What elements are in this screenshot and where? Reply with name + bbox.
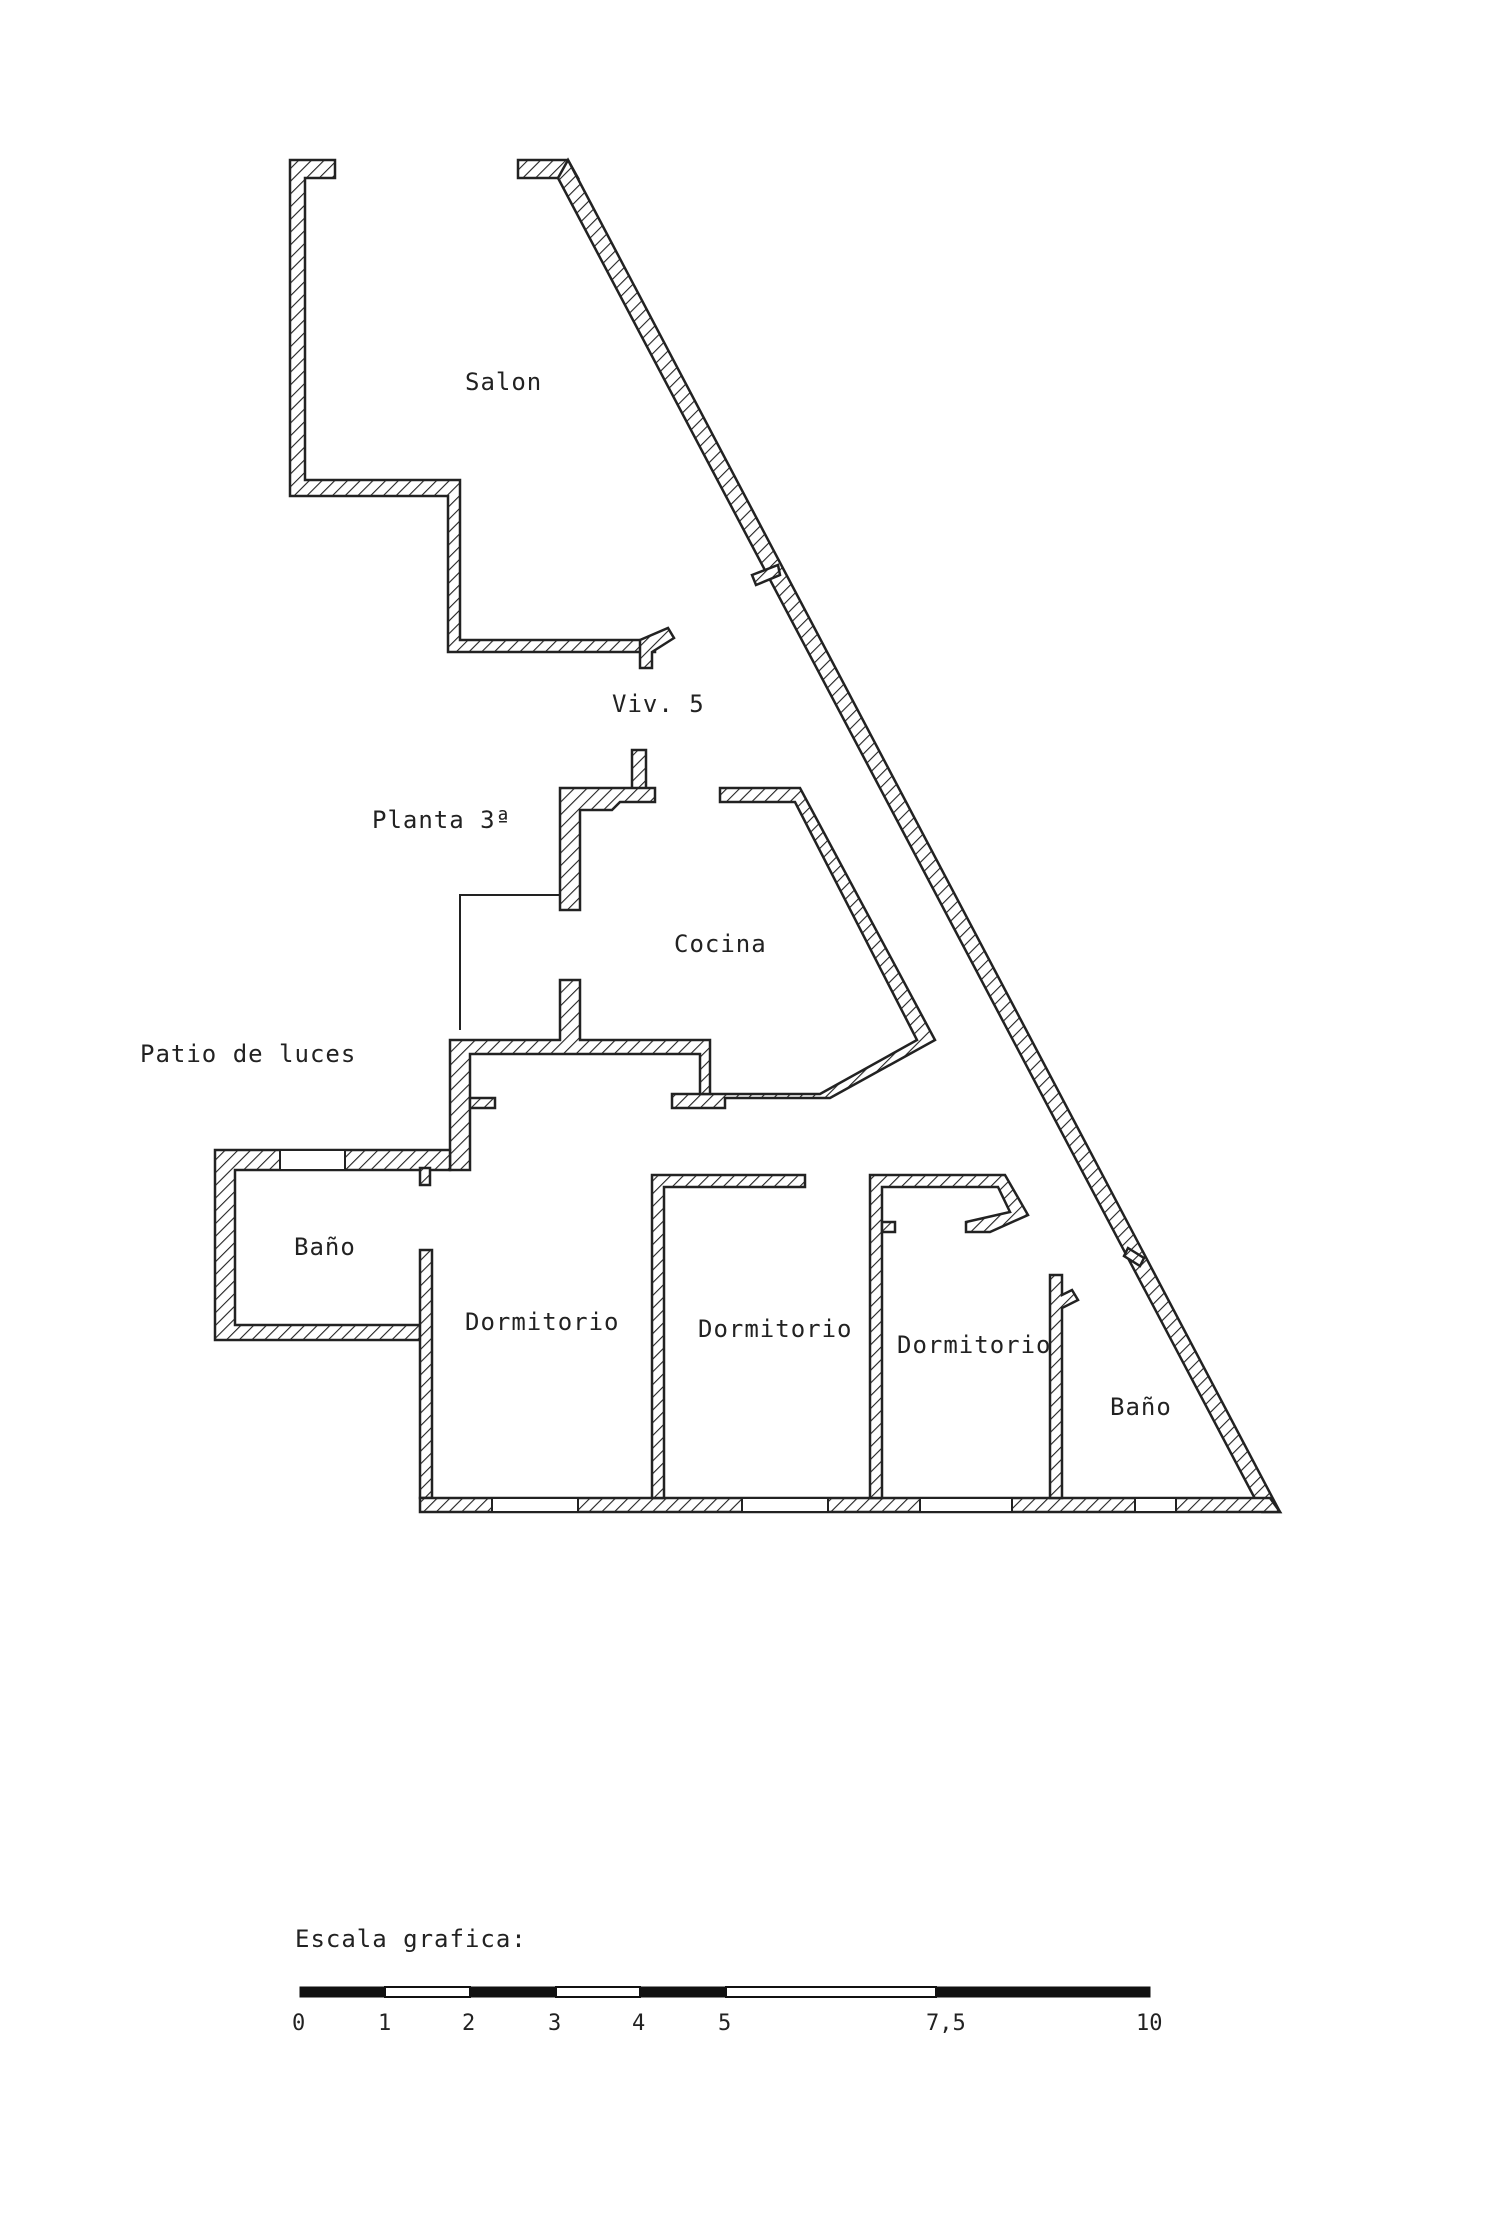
label-floor: Planta 3ª: [372, 806, 511, 834]
label-bedroom-1: Dormitorio: [465, 1308, 620, 1336]
window-bottom-2: [741, 1497, 829, 1513]
scale-tick-3: 3: [548, 2011, 561, 2036]
scale-tick-1: 1: [378, 2011, 391, 2036]
scale-segment-6: [725, 1986, 937, 1998]
scale-segment-5: [639, 1986, 727, 1998]
label-salon: Salon: [465, 368, 542, 396]
scale-title: Escala grafica:: [295, 1925, 527, 1953]
wall-top-left: [288, 158, 657, 654]
scale-segment-3: [469, 1986, 557, 1998]
window-bottom-4: [1134, 1497, 1177, 1513]
wall-diag-stub-1: [750, 563, 782, 587]
wall-bed1-left: [418, 1248, 434, 1500]
scale-tick-4: 4: [632, 2011, 645, 2036]
wall-stub-c: [880, 1220, 897, 1234]
wall-diagonal: [556, 157, 1283, 1514]
label-bath-left: Baño: [294, 1233, 356, 1261]
wall-kitchen-right: [670, 786, 937, 1110]
scale-segment-1: [299, 1986, 386, 1998]
scale-tick-5: 5: [718, 2011, 731, 2036]
wall-diag-stub-2: [1122, 1246, 1146, 1268]
window-bottom-1: [491, 1497, 579, 1513]
wall-bed3-divider: [868, 1173, 1030, 1500]
scale-tick-10: 10: [1136, 2011, 1163, 2036]
wall-kitchen-left: [558, 786, 657, 912]
wall-bed2-divider: [650, 1173, 807, 1500]
label-bedroom-2: Dormitorio: [698, 1315, 853, 1343]
light-well-line: [459, 894, 560, 1030]
wall-bath-right-divider: [1048, 1273, 1080, 1500]
wall-stub-b: [418, 1166, 432, 1187]
scale-tick-2: 2: [462, 2011, 475, 2036]
walls: [213, 157, 1283, 1514]
wall-salon-stub: [638, 626, 676, 670]
label-bedroom-3: Dormitorio: [897, 1331, 1052, 1359]
window-bottom-3: [919, 1497, 1013, 1513]
label-bath-right: Baño: [1110, 1393, 1172, 1421]
label-unit: Viv. 5: [612, 690, 705, 718]
wall-entry-pillar: [630, 748, 648, 792]
scale-tick-7-5: 7,5: [926, 2011, 966, 2036]
window-bath-left: [279, 1149, 346, 1171]
scale-segment-7: [935, 1986, 1151, 1998]
label-light-well: Patio de luces: [140, 1040, 356, 1068]
graphic-scale: Escala grafica: 0 1 2 3 4 5 7,5 10: [292, 1925, 1163, 2036]
scale-tick-0: 0: [292, 2011, 305, 2036]
wall-kitchen-bottom: [448, 978, 712, 1172]
scale-segment-2: [384, 1986, 471, 1998]
wall-stub-a: [468, 1096, 497, 1110]
scale-segment-4: [555, 1986, 641, 1998]
room-labels: Salon Viv. 5 Planta 3ª Cocina Patio de l…: [140, 368, 1172, 1421]
label-kitchen: Cocina: [674, 930, 767, 958]
